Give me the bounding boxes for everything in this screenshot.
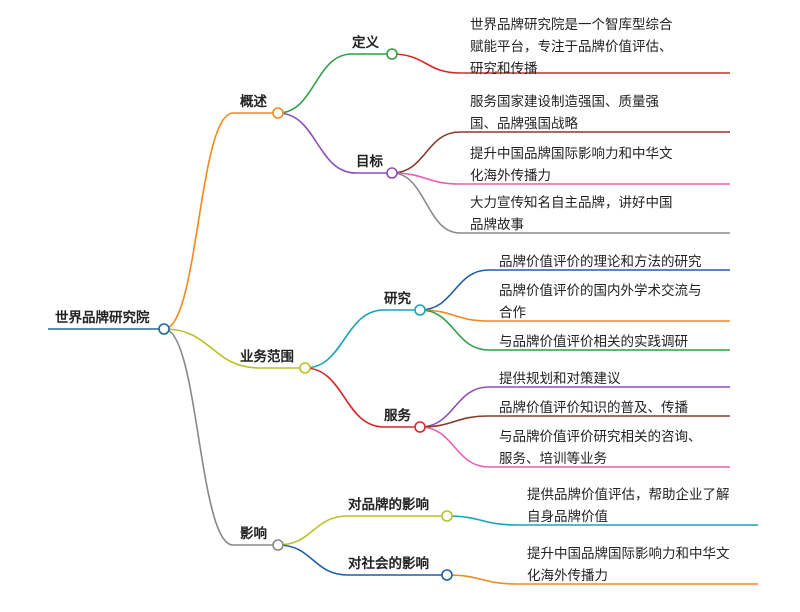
- subtopic-label: 服务: [384, 407, 411, 424]
- leaf-text: 与品牌价值评价研究相关的咨询、: [499, 428, 702, 445]
- leaf-connector: [419, 415, 490, 428]
- subtopic-label: 研究: [384, 290, 411, 307]
- leaf-text: 世界品牌研究院是一个智库型综合: [470, 16, 673, 33]
- subtopic-connector: [304, 367, 385, 428]
- leaf-connector: [419, 426, 490, 468]
- leaf-connector: [391, 131, 461, 174]
- leaf-text: 提供规划和对策建议: [499, 370, 621, 387]
- subtopic-connector: [277, 53, 353, 114]
- leaf-text: 品牌价值评价的理论和方法的研究: [499, 253, 702, 270]
- leaf-connector: [419, 309, 490, 351]
- root-node-dot: [158, 323, 170, 335]
- branch-label: 概述: [240, 93, 267, 110]
- subtopic-label: 目标: [356, 153, 383, 170]
- leaf-connector: [391, 172, 461, 185]
- leaf-connector: [446, 574, 518, 585]
- branch-label: 业务范围: [240, 348, 294, 365]
- root-node-label: 世界品牌研究院: [55, 309, 150, 326]
- subtopic-node-dot: [441, 569, 453, 581]
- branch-connector: [163, 328, 234, 546]
- subtopic-node-dot: [414, 421, 426, 433]
- leaf-text: 研究和传播: [470, 61, 538, 77]
- leaf-connector: [391, 172, 461, 234]
- branch-connector: [163, 112, 234, 330]
- leaf-connector: [419, 269, 490, 311]
- leaf-text: 化海外传播力: [527, 568, 608, 584]
- subtopic-label: 对社会的影响: [348, 555, 429, 572]
- leaf-text: 合作: [499, 305, 526, 321]
- leaf-text: 品牌价值评价知识的普及、传播: [499, 399, 688, 416]
- branch-node-dot: [299, 362, 311, 374]
- leaf-text: 品牌价值评价的国内外学术交流与: [499, 282, 702, 299]
- branch-node-dot: [272, 107, 284, 119]
- leaf-connector: [446, 515, 518, 526]
- branch-label: 影响: [240, 525, 267, 542]
- subtopic-connector: [277, 544, 349, 576]
- leaf-text: 国、品牌强国战略: [470, 115, 578, 132]
- subtopic-label: 对品牌的影响: [348, 496, 429, 513]
- leaf-text: 提升中国品牌国际影响力和中华文: [470, 145, 673, 162]
- subtopic-connector: [277, 112, 357, 174]
- subtopic-connector: [277, 515, 349, 546]
- subtopic-node-dot: [414, 304, 426, 316]
- leaf-text: 品牌故事: [470, 216, 524, 233]
- leaf-text: 服务、培训等业务: [499, 450, 607, 467]
- leaf-connector: [391, 53, 461, 74]
- leaf-text: 自身品牌价值: [527, 508, 608, 525]
- leaf-text: 提升中国品牌国际影响力和中华文: [527, 545, 730, 562]
- subtopic-node-dot: [386, 48, 398, 60]
- leaf-connector: [419, 386, 490, 428]
- subtopic-label: 定义: [352, 34, 379, 51]
- subtopic-node-dot: [441, 510, 453, 522]
- subtopic-connector: [304, 309, 385, 369]
- branch-node-dot: [272, 539, 284, 551]
- leaf-text: 大力宣传知名自主品牌，讲好中国: [470, 194, 673, 211]
- subtopic-node-dot: [386, 167, 398, 179]
- branch-connector: [163, 328, 261, 369]
- leaf-text: 提供品牌价值评估，帮助企业了解: [527, 486, 730, 503]
- leaf-text: 化海外传播力: [470, 168, 551, 184]
- leaf-text: 服务国家建设制造强国、质量强: [470, 93, 659, 110]
- leaf-text: 与品牌价值评价相关的实践调研: [499, 333, 688, 350]
- leaf-text: 赋能平台，专注于品牌价值评估、: [470, 38, 673, 55]
